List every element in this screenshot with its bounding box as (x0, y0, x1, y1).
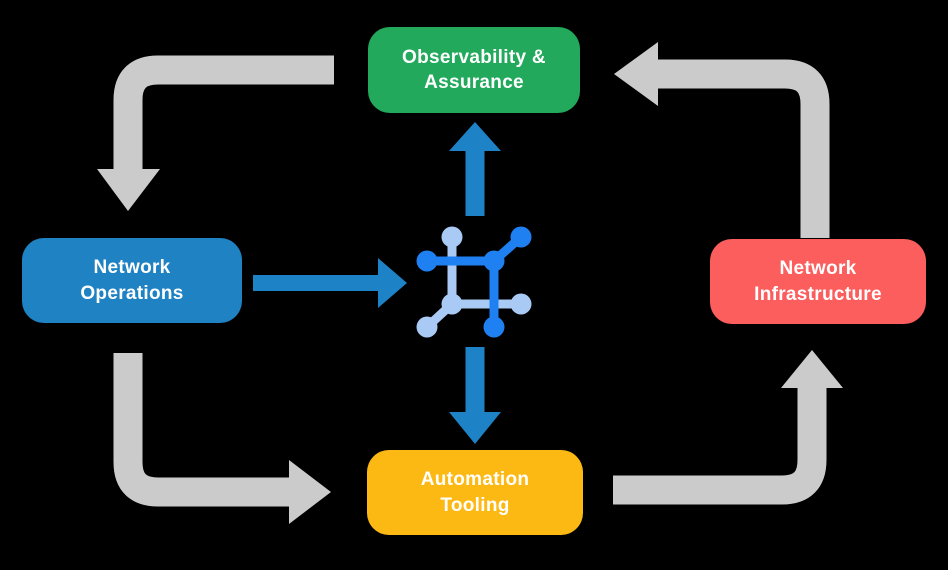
node-label-line: Assurance (424, 72, 524, 93)
node-label-line: Infrastructure (754, 283, 882, 305)
node-network-infrastructure: Network Infrastructure (710, 239, 926, 324)
node-label-line: Observability & (402, 46, 546, 68)
arrow-operations-to-automation (113, 353, 331, 524)
icon-node (510, 226, 532, 248)
arrow-shaft (658, 59, 830, 238)
arrowhead-down-icon (449, 412, 501, 444)
arrowhead-right-icon (378, 258, 407, 308)
icon-node (441, 293, 463, 315)
arrowhead-up-icon (781, 350, 843, 388)
arrow-shaft (113, 55, 334, 171)
arrow-center-to-observability (449, 122, 501, 216)
icon-node (483, 250, 505, 272)
node-label-line: Automation (420, 469, 530, 491)
icon-dark-branch (416, 226, 532, 338)
arrow-shaft (613, 388, 827, 505)
network-automation-icon (416, 226, 532, 338)
arrow-shaft (113, 353, 289, 507)
node-label-line: Operations (80, 282, 184, 304)
node-label-line: Network (779, 258, 857, 280)
icon-node (510, 293, 532, 315)
arrowhead-right-icon (289, 460, 331, 524)
arrowhead-left-icon (614, 42, 658, 106)
node-automation-tooling: Automation Tooling (367, 450, 583, 535)
icon-node (416, 250, 438, 272)
arrow-operations-to-center (253, 258, 407, 308)
node-label-line: Network (93, 257, 171, 279)
arrow-observability-to-operations (97, 55, 334, 211)
arrow-center-to-automation (449, 347, 501, 444)
arrowhead-down-icon (97, 169, 160, 211)
icon-node (441, 226, 463, 248)
icon-node (483, 316, 505, 338)
icon-node (416, 316, 438, 338)
arrow-automation-to-infrastructure (613, 350, 843, 505)
node-label-line: Tooling (440, 494, 510, 516)
node-network-operations: Network Operations (22, 238, 242, 323)
arrow-infrastructure-to-observability (614, 42, 830, 238)
arrowhead-up-icon (449, 122, 501, 151)
node-observability: Observability & Assurance (368, 27, 580, 113)
icon-light-branch (416, 226, 532, 338)
